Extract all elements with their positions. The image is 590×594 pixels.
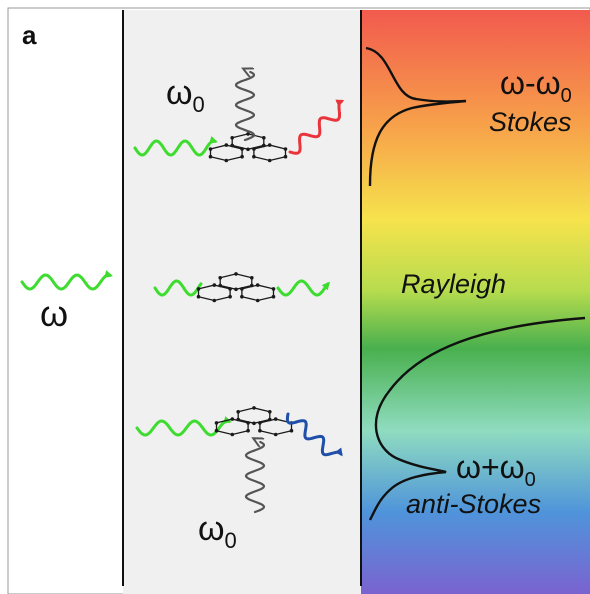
panel-label: a [22, 20, 37, 50]
spectrum-curve-lower [368, 316, 586, 521]
anti-stokes-label: anti-Stokes [406, 489, 541, 519]
spectrum-curve [365, 46, 467, 186]
rayleigh-process [153, 272, 330, 303]
anti-stokes-process: ω0 [135, 406, 343, 553]
stokes-scattered-wave [288, 99, 345, 155]
molecule-icon [208, 132, 288, 163]
rayleigh-incident-wave [153, 279, 203, 297]
vibration-label-top: ω0 [166, 74, 205, 117]
incident-label: ω [40, 293, 68, 334]
anti-stokes-scattered-wave [285, 412, 343, 457]
incident-wave [20, 270, 113, 291]
spectrum-panel [361, 10, 590, 594]
phonon-wave-up [234, 72, 256, 142]
anti-stokes-formula: ω+ω0 [456, 449, 536, 491]
phonon-wave-up [244, 442, 266, 514]
anti-stokes-incident-wave [135, 416, 232, 437]
stokes-formula: ω-ω0 [500, 65, 572, 107]
vibration-label-bottom: ω0 [198, 510, 237, 553]
stokes-incident-wave [133, 136, 218, 157]
stokes-process: ω0 [133, 72, 345, 163]
rayleigh-label: Rayleigh [401, 269, 506, 299]
molecule-panel [123, 10, 361, 594]
stokes-label: Stokes [489, 107, 572, 137]
rayleigh-scattered-wave [276, 279, 330, 297]
molecule-icon [196, 272, 276, 303]
